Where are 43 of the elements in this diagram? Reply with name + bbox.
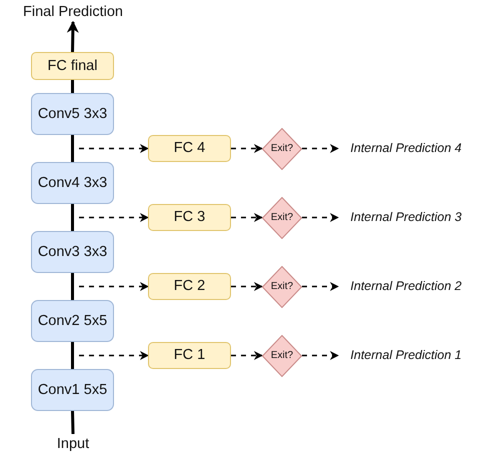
fc-layer-box (148, 273, 231, 300)
node-label: Exit? (270, 280, 294, 293)
node-label: FC 4 (174, 139, 206, 158)
node-label: Conv3 3x3 (38, 242, 108, 262)
fc-layer-box (148, 204, 231, 231)
arrow (231, 213, 263, 222)
text-label: Internal Prediction 1 (350, 347, 462, 364)
node-label: Conv1 5x5 (38, 380, 108, 400)
decision-diamond (262, 334, 302, 376)
arrow (231, 144, 263, 153)
arrow (66, 20, 79, 52)
node-label: FC 2 (174, 277, 206, 296)
node-label: FC final (48, 56, 98, 76)
decision-diamond (262, 196, 302, 238)
node-label: Exit? (270, 211, 294, 224)
arrow (302, 282, 339, 291)
arrow (302, 213, 339, 222)
conv-layer-box (31, 300, 114, 342)
node-label: Exit? (270, 142, 294, 155)
text-label: Internal Prediction 4 (350, 140, 462, 157)
node-label: Conv5 3x3 (38, 104, 108, 124)
arrow (231, 282, 263, 291)
node-label: Conv2 5x5 (38, 312, 108, 330)
text-label: Input (56, 434, 90, 454)
conv-layer-box (31, 162, 114, 204)
conv-layer-box (31, 231, 114, 273)
arrow (302, 144, 339, 153)
fc-layer-box (148, 342, 231, 369)
conv-layer-box (31, 93, 114, 135)
decision-diamond (262, 266, 302, 308)
conv-layer-box (31, 369, 114, 411)
node-label: FC 3 (174, 208, 206, 227)
text-label: Internal Prediction 3 (350, 209, 462, 226)
decision-diamond (262, 128, 302, 170)
text-label: Final Prediction (23, 2, 123, 22)
arrow (302, 351, 339, 360)
node-label: Exit? (270, 349, 294, 362)
text-label: Internal Prediction 2 (350, 278, 462, 295)
arrow (231, 351, 263, 360)
node-label: FC 1 (174, 346, 206, 365)
fc-layer-box (31, 52, 114, 80)
node-label: Conv4 3x3 (38, 174, 108, 192)
fc-layer-box (148, 135, 231, 162)
